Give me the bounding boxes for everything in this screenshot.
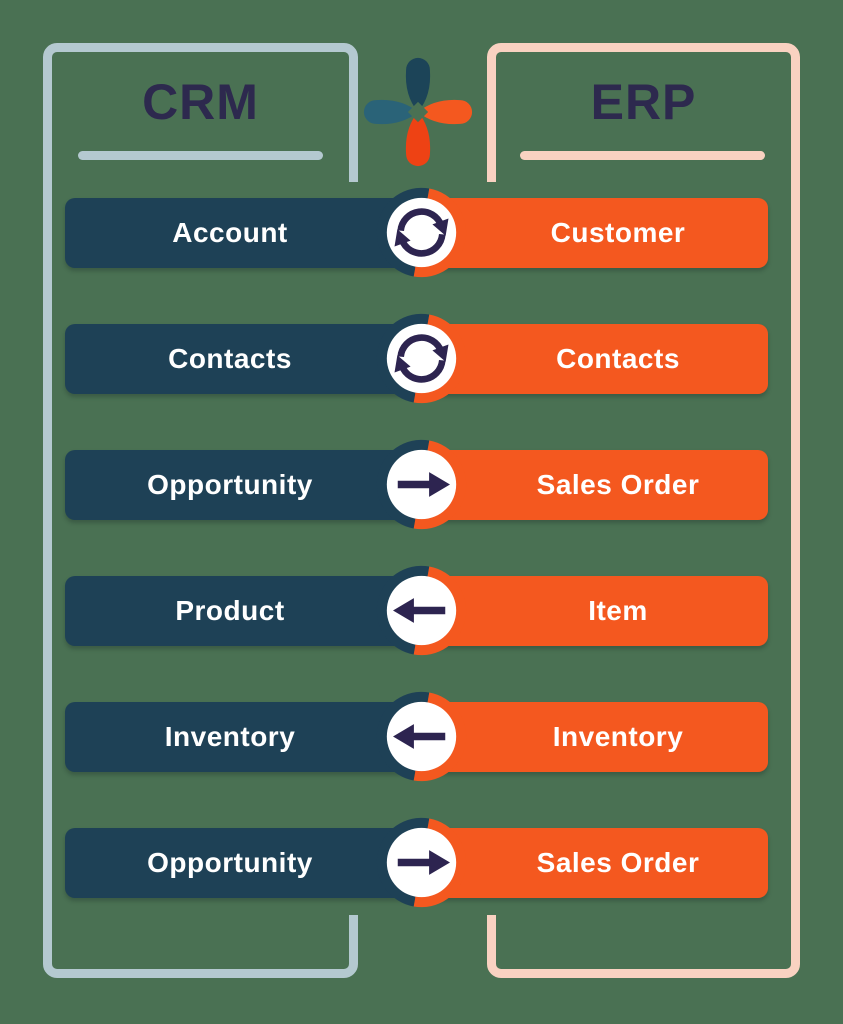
mapping-row: Contacts Contacts [0,313,843,404]
crm-title-underline [78,151,323,160]
mapping-row: Account Customer [0,187,843,278]
arrow-right-icon [397,472,450,497]
erp-entity-label: Sales Order [536,847,700,878]
arrow-left-icon [393,724,446,749]
crm-entity-label: Account [172,217,288,248]
erp-entity-label: Sales Order [536,469,700,500]
crm-frame-gap [344,182,364,915]
erp-title-underline [520,151,765,160]
crm-entity-label: Inventory [164,721,296,752]
erp-entity-label: Customer [550,217,686,248]
crm-entity-label: Opportunity [147,847,313,878]
mapping-row: Opportunity Sales Order [0,439,843,530]
erp-entity-label: Inventory [552,721,684,752]
mapping-row: Product Item [0,565,843,656]
sync-star-logo-icon [363,57,473,167]
erp-entity-label: Item [588,595,648,626]
mapping-row: Opportunity Sales Order [0,817,843,908]
crm-entity-label: Opportunity [147,469,313,500]
erp-title: ERP [590,74,697,130]
crm-entity-label: Product [175,595,285,626]
mapping-badge [376,817,467,908]
arrow-left-icon [393,598,446,623]
mapping-badge [376,691,467,782]
mapping-badge [376,565,467,656]
mapping-row: Inventory Inventory [0,691,843,782]
erp-frame-gap [483,182,503,915]
arrow-right-icon [397,850,450,875]
erp-entity-label: Contacts [556,343,680,374]
mapping-badge [376,187,467,278]
sync-icon [394,334,449,383]
crm-entity-label: Contacts [168,343,292,374]
mapping-badge [376,313,467,404]
crm-title: CRM [142,74,259,130]
mapping-badge [376,439,467,530]
sync-icon [394,208,449,257]
